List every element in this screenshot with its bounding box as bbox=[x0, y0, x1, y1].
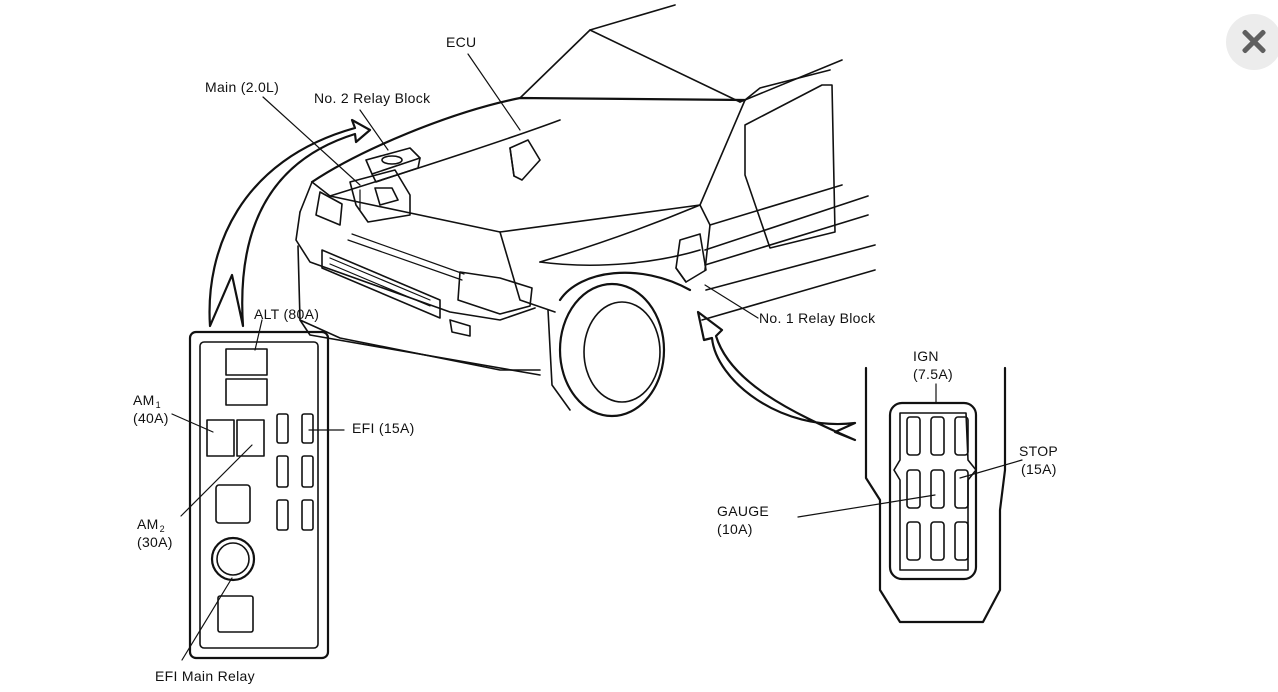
stop-fuse bbox=[954, 469, 969, 509]
alt-label: ALT (80A) bbox=[254, 306, 320, 322]
ecu-label: ECU bbox=[446, 34, 477, 50]
main-label: Main (2.0L) bbox=[205, 79, 280, 95]
am2-rating: (30A) bbox=[137, 534, 173, 550]
relay-block-1-label: No. 1 Relay Block bbox=[759, 310, 876, 326]
gauge-name: GAUGE bbox=[717, 503, 770, 519]
gauge-fuse bbox=[930, 469, 945, 509]
relay-block-1-panel bbox=[864, 366, 1007, 624]
am2-fuse bbox=[236, 419, 265, 457]
arrow-to-engine-bay bbox=[208, 118, 372, 328]
close-button[interactable] bbox=[1226, 14, 1278, 70]
alt-fuse bbox=[225, 348, 268, 376]
efi-label: EFI (15A) bbox=[352, 420, 415, 436]
stop-rating: (15A) bbox=[1021, 461, 1057, 477]
efi-main-relay-label: EFI Main Relay bbox=[155, 668, 255, 684]
am1-name: AM bbox=[133, 392, 155, 408]
relay-block-2-panel bbox=[188, 330, 330, 660]
leader-lines bbox=[171, 53, 1023, 661]
efi-main-relay bbox=[210, 536, 256, 582]
am1-subscript: 1 bbox=[155, 400, 161, 410]
am2-subscript: 2 bbox=[159, 524, 165, 534]
am1-rating: (40A) bbox=[133, 410, 169, 426]
arrows bbox=[208, 118, 857, 442]
am1-label: AM1 bbox=[133, 392, 161, 414]
stop-name: STOP bbox=[1019, 443, 1059, 459]
am2-name: AM bbox=[137, 516, 159, 532]
relay-block-2-label: No. 2 Relay Block bbox=[314, 90, 431, 106]
gauge-rating: (10A) bbox=[717, 521, 753, 537]
efi-fuse bbox=[301, 413, 314, 444]
ign-fuse bbox=[954, 416, 969, 456]
am1-fuse bbox=[206, 419, 235, 457]
ign-rating: (7.5A) bbox=[913, 366, 953, 382]
truck-illustration bbox=[295, 4, 876, 418]
ign-name: IGN bbox=[913, 348, 939, 364]
arrow-to-fender bbox=[696, 310, 857, 442]
am2-label: AM2 bbox=[137, 516, 165, 538]
